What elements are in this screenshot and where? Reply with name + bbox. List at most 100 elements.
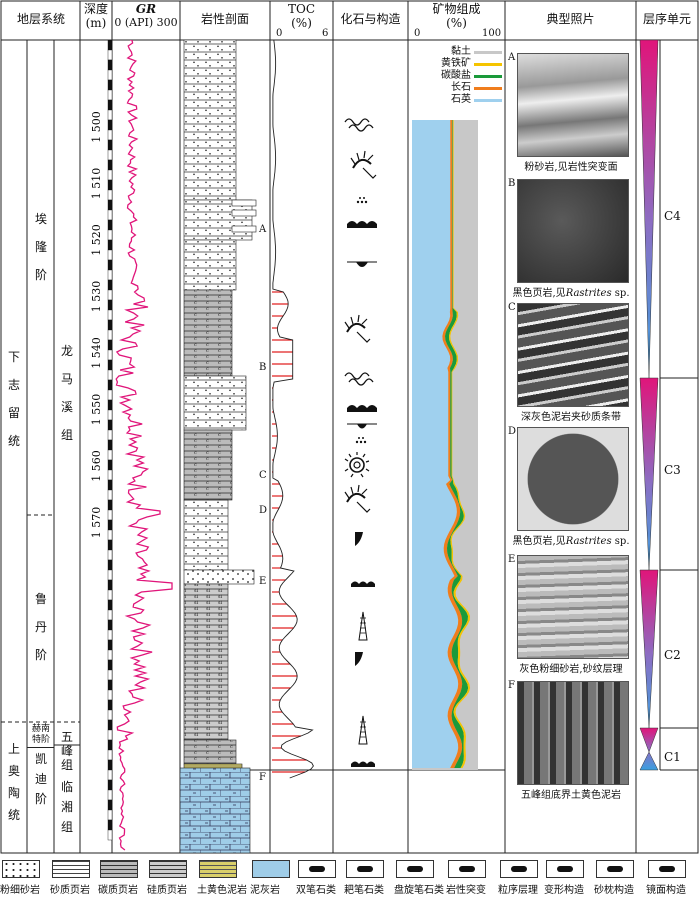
toc-curve [272, 40, 314, 779]
header-mineral: 矿物组成(%) [432, 2, 481, 30]
sequence-c3-label: C3 [664, 463, 681, 477]
diplograptid-icon-2 [358, 715, 368, 745]
legend-swatch [252, 860, 290, 878]
photo-letter: F [508, 680, 515, 691]
graded-bedding-icon-2 [355, 437, 367, 444]
mineral-composition-chart [412, 120, 478, 770]
slickenside-icon [355, 532, 363, 546]
lithology-layer [180, 767, 251, 853]
gr-log [115, 40, 173, 851]
legend-label: 砂质页岩 [50, 885, 90, 896]
lithology-layer [183, 429, 233, 501]
deformation-structure-icon [344, 118, 374, 132]
toc-axis-max: 6 [322, 28, 329, 39]
lithology-layer [183, 199, 253, 241]
sequence-c2-triangle [639, 569, 659, 729]
lithology-column: c si [180, 40, 257, 853]
legend-symbol [546, 860, 584, 878]
legend-symbol [346, 860, 384, 878]
photo-image [517, 179, 629, 283]
sandstone-lens [231, 209, 257, 217]
legend-symbol-icon [557, 866, 573, 872]
deformation-structure-icon-2 [344, 372, 374, 386]
legend-symbol [500, 860, 538, 878]
sample-label-a: A [259, 224, 267, 235]
sample-label-c: C [259, 470, 267, 481]
depth-tick-label: 1 540 [90, 337, 103, 369]
mineral-axis-max: 100 [482, 28, 502, 39]
photo-image [517, 53, 629, 157]
legend-label: 砂枕构造 [594, 885, 634, 896]
gr-curve [115, 40, 173, 851]
photo-letter: B [508, 178, 516, 189]
diplograptid-icon [358, 611, 368, 641]
legend-symbol [648, 860, 686, 878]
sandstone-lens [231, 199, 257, 207]
photo-image [517, 681, 629, 785]
depth-tick-label: 1 530 [90, 281, 103, 313]
rastrites-graptolite-icon-3 [344, 484, 371, 513]
formation-linxiang: 临 湘 组 [60, 780, 73, 834]
legend-label: 泥灰岩 [250, 885, 280, 896]
legend-label: 土黄色泥岩 [197, 885, 247, 896]
lithology-layer [183, 499, 229, 571]
lithology-layer [183, 375, 247, 431]
photo-letter: D [508, 426, 517, 437]
legend-label: 硅质页岩 [147, 885, 187, 896]
legend-clay: 黏土 [412, 46, 502, 58]
sample-label-d: D [259, 505, 268, 516]
depth-tick-label: 1 500 [90, 111, 103, 143]
header-photos: 典型照片 [546, 12, 595, 26]
legend-feldspar: 长石 [412, 82, 502, 94]
legend-symbol [396, 860, 434, 878]
depth-tick-label: 1 520 [90, 224, 103, 256]
header-gr: GR 0 (API) 300 [114, 2, 178, 29]
formation-longmaxi: 龙 马 溪 组 [60, 344, 73, 442]
legend-label: 碳质页岩 [98, 885, 138, 896]
sequence-units [639, 40, 698, 771]
depth-tick-label: 1 510 [90, 168, 103, 200]
mineral-legend: 黏土 黄铁矿 碳酸盐 长石 石英 [412, 46, 502, 106]
photo-image [517, 555, 629, 659]
photo-caption: 深灰色泥岩夹砂质条带 [521, 412, 621, 423]
header-sequence: 层序单元 [642, 12, 691, 26]
depth-scale-segment [107, 829, 112, 841]
legend-quartz: 石英 [412, 94, 502, 106]
legend-symbol [448, 860, 486, 878]
formation-wufeng: 五峰组 [60, 730, 73, 772]
lithology-layer [183, 569, 255, 585]
legend-label: 耙笔石类 [344, 885, 384, 896]
legend-label: 粉细砂岩 [0, 885, 40, 896]
quartz-area [412, 120, 459, 768]
legend-carbonate: 碳酸盐 [412, 70, 502, 82]
sequence-c1-label: C1 [664, 750, 681, 764]
legend-symbol-icon [459, 866, 475, 872]
lithology-layer [183, 40, 237, 201]
legend-label: 双笔石类 [296, 885, 336, 896]
legend-swatch [149, 860, 187, 878]
legend-pyrite: 黄铁矿 [412, 58, 502, 70]
toc-log [272, 40, 314, 779]
legend-symbol-icon [309, 866, 325, 872]
stage-rhuddanian: 鲁 丹 阶 [34, 592, 47, 662]
lithology-layer [183, 583, 229, 741]
legend-label: 岩性突变 [446, 885, 486, 896]
sequence-c3-triangle [639, 377, 659, 571]
stage-aeronian: 埃 隆 阶 [34, 212, 47, 282]
stage-katian: 凯 迪 阶 [34, 752, 47, 806]
lithologic-break-icon-2 [347, 405, 377, 412]
legend-label: 变形构造 [544, 885, 584, 896]
depth-tick-label: 1 570 [90, 507, 103, 539]
slickenside-icon-2 [355, 652, 363, 666]
stage-hirnantian: 赫南特阶 [31, 724, 50, 745]
legend-symbol-icon [357, 866, 373, 872]
photo-letter: E [508, 554, 516, 565]
sandstone-lens [231, 225, 257, 233]
toc-axis-min: 0 [276, 28, 283, 39]
